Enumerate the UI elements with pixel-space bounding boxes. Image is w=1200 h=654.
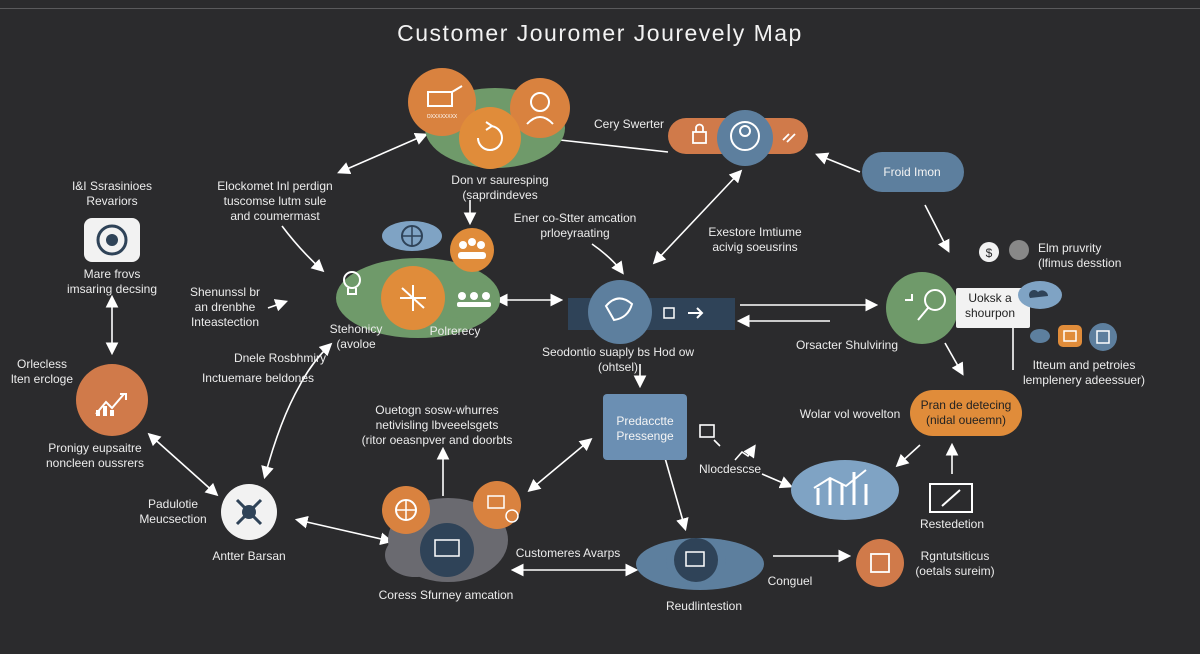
- avatar-icon: [1009, 240, 1029, 260]
- predacctte-box: [603, 394, 687, 460]
- orange-circle-register: [408, 68, 476, 136]
- label-conguel: Conguel: [768, 574, 813, 588]
- white-circle-network: [221, 484, 277, 540]
- arrow-discover-to-stehonicy: [281, 225, 325, 273]
- orange-circle-cycle: [459, 107, 521, 169]
- stehonicy-cluster: [336, 258, 500, 338]
- blue-cloud-globe: [382, 221, 442, 251]
- squiggle-icon: [713, 440, 754, 461]
- lightbulb-icon: [343, 271, 361, 295]
- navy-circle-monitor: [420, 523, 474, 577]
- chart-cloud: [791, 460, 899, 520]
- label-polrorecy: Polrerecy: [430, 324, 481, 338]
- center-node: [568, 280, 735, 344]
- map-title: Customer Jouromer Jourevely Map: [397, 20, 803, 46]
- label-cery-swerter: Cery Swerter: [594, 117, 664, 131]
- arrow-left-to-top-cluster: [337, 132, 428, 175]
- group-icon: [457, 292, 491, 307]
- label-restedetion: Restedetion: [920, 517, 984, 531]
- right-small-icons: [1030, 323, 1117, 351]
- label-nocdesce: Nlocdescse: [699, 462, 761, 476]
- arrow-top-to-cery: [559, 139, 669, 153]
- arrow-after-to-coress: [294, 515, 394, 546]
- arrow-fraid-down: [924, 204, 950, 253]
- orange-circle-team: [450, 228, 494, 272]
- cery-swerter-group: [668, 110, 808, 166]
- arrow-pran-to-chart: [895, 444, 921, 468]
- arrow-after-to-stehonicy: [261, 342, 333, 480]
- user-settings-icon: [730, 121, 760, 151]
- label-instrumare: Inctuemare beldones: [202, 371, 314, 385]
- target-icon-box: [84, 218, 140, 262]
- label-data-roadmap: Dnele Rosbhmiry: [234, 351, 326, 365]
- label-pran-detecing: Pran de detecing(nidal oueemn): [921, 398, 1012, 427]
- label-customeres-avarps: Customeres Avarps: [516, 546, 621, 560]
- orange-circle-person: [510, 78, 570, 138]
- label-wollar: Wolar vol wovelton: [800, 407, 901, 421]
- top-cluster: OXXXXXXXX: [408, 68, 570, 169]
- arrow-predacctte-to-reudl: [664, 457, 689, 532]
- label-seodontio: Seodontio suaply bs Hod ow(ohtsel): [542, 345, 694, 374]
- label-stehonicy: Stehonicy(avoloe: [330, 322, 383, 351]
- top-divider: [0, 8, 1200, 9]
- label-orsacter: Orsacter Shulviring: [796, 338, 898, 352]
- dollar-icon: [979, 242, 999, 262]
- connectors: [105, 132, 1014, 577]
- link-icon: [782, 133, 796, 143]
- arrow-ener-to-center: [591, 243, 624, 275]
- orange-circle-chat: [473, 481, 521, 529]
- cash-register-icon: [427, 85, 463, 107]
- arrow-coress-to-predacctte: [527, 437, 593, 493]
- arrow-left-to-paddlete: [147, 432, 219, 497]
- arrow-fraid-to-cery: [815, 152, 861, 173]
- label-dor-supporting: Don vr sauresping(saprdindeves: [451, 173, 548, 202]
- elm-icons: $: [979, 240, 1029, 262]
- person-icon: [526, 92, 554, 125]
- pran-pill: [910, 390, 1022, 436]
- arrow-green-right-to-pran: [944, 342, 964, 376]
- arrow-nocdesce-right: [761, 473, 793, 489]
- reudl-cluster: [636, 538, 764, 590]
- cycle-icon: [477, 121, 503, 151]
- monitor-icon: [929, 483, 973, 513]
- label-elm-privity: Elm pruvrity(lfimus desstion: [1038, 241, 1121, 270]
- coress-cluster: [382, 481, 521, 582]
- register-badge-text: OXXXXXXXX: [427, 114, 458, 120]
- label-after-barsan: Antter Barsan: [212, 549, 285, 563]
- label-fraid-imon: Froid Imon: [883, 165, 940, 179]
- fraid-imon-pill: [862, 152, 964, 192]
- small-square-icon: [699, 424, 715, 438]
- green-right-group: [886, 272, 1062, 344]
- lock-icon: [692, 131, 707, 144]
- arrow-center-to-cery: [652, 169, 743, 265]
- label-corress-stufney: Coress Sfurney amcation: [379, 588, 514, 602]
- arrow-shorinsel-right: [267, 299, 289, 312]
- orange-circle-growth: [76, 364, 148, 436]
- label-reudintestion: Reudlintestion: [666, 599, 742, 613]
- label-rgntusticaus: Rgntutsiticus(oetals sureim): [915, 549, 994, 578]
- svg-text:$: $: [986, 246, 993, 260]
- orange-circle-rgnt: [856, 539, 904, 587]
